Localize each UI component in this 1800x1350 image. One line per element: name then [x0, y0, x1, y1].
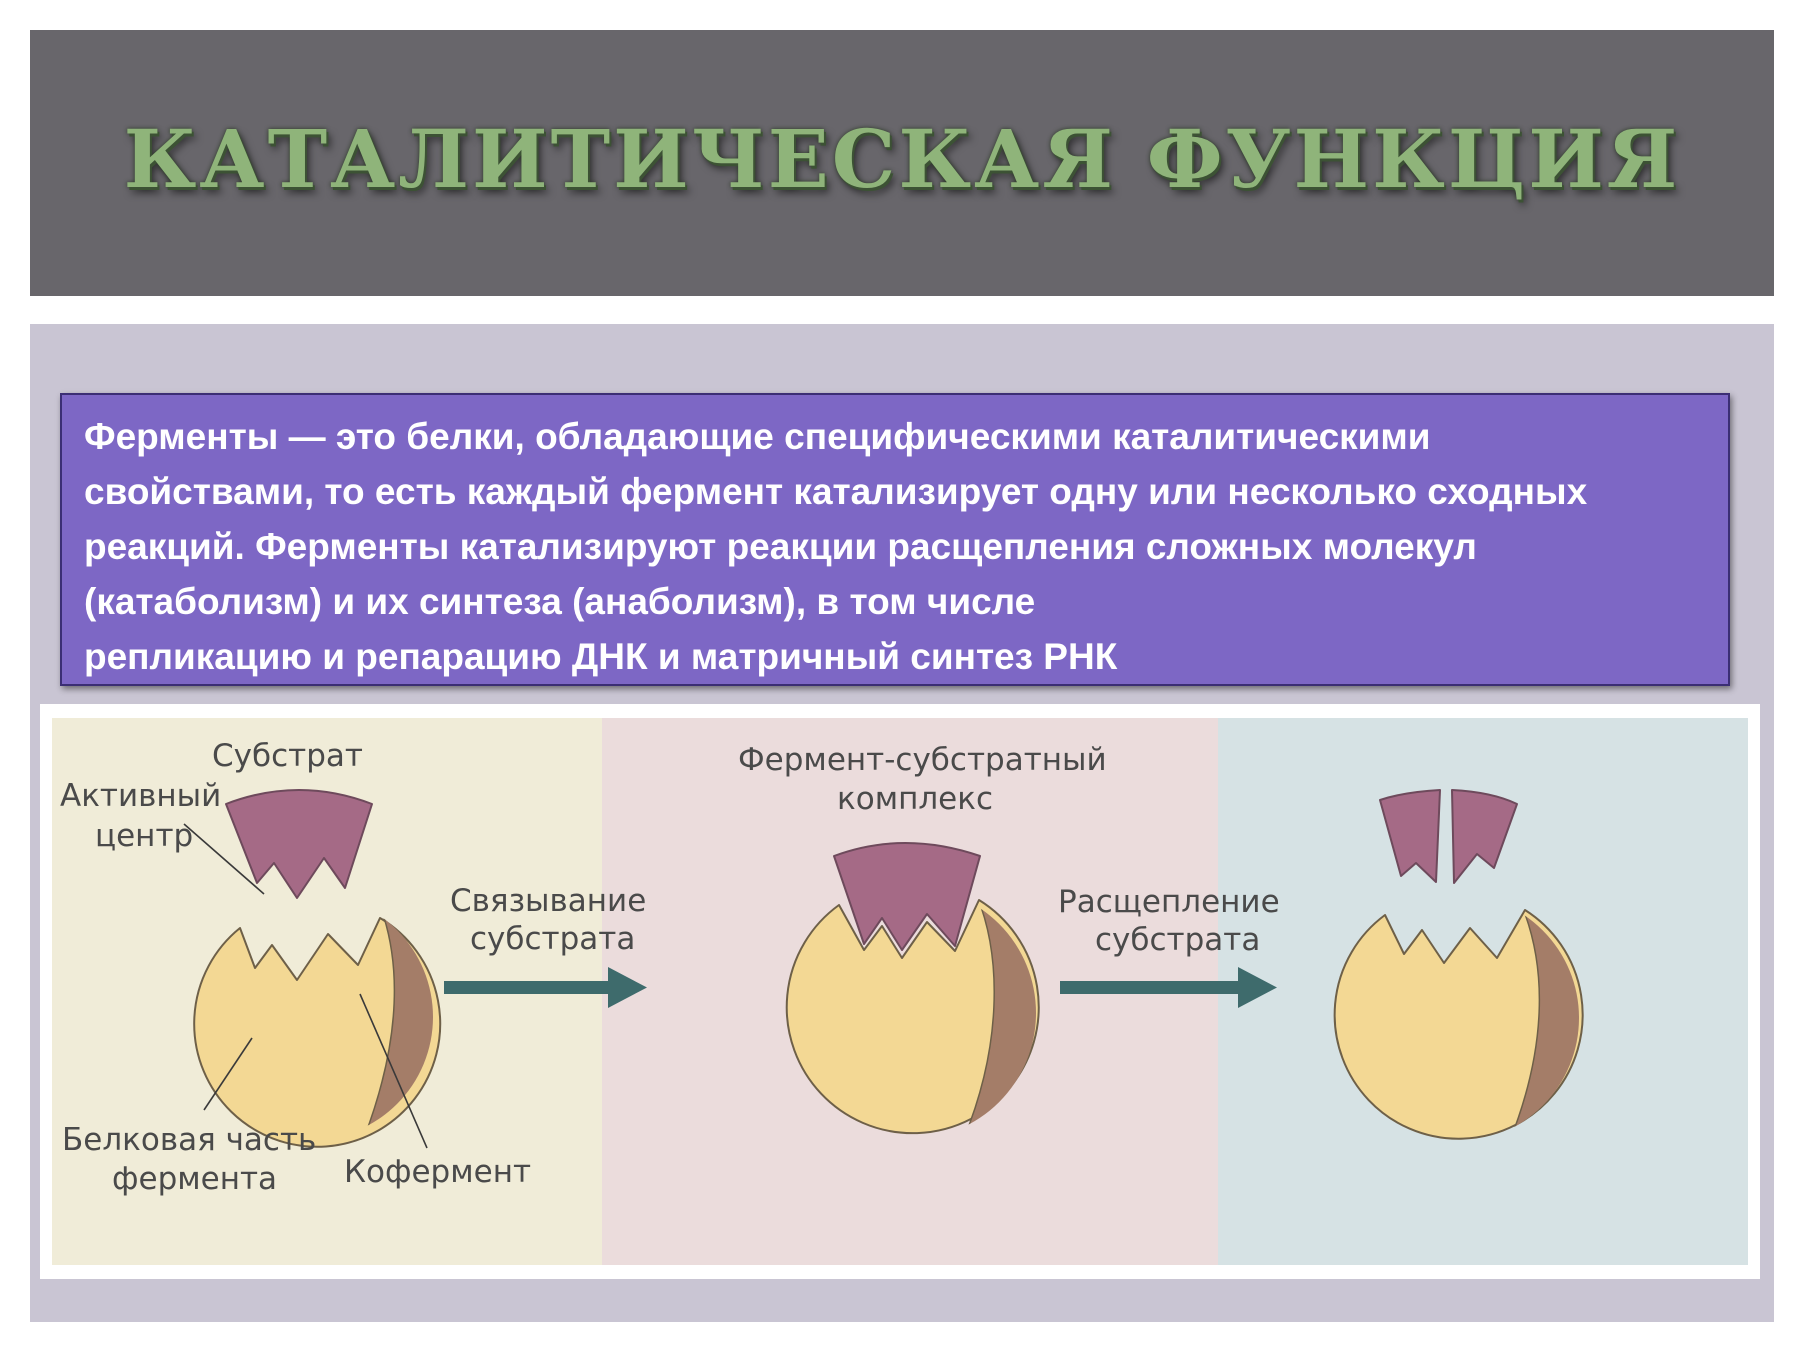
label-active-center-line1: Активный — [60, 778, 221, 814]
definition-box: Ферменты — это белки, обладающие специфи… — [60, 393, 1730, 686]
label-complex-line1: Фермент-субстратный — [738, 742, 1107, 778]
enzyme-diagram: Субстрат Активный центр Белковая часть ф… — [52, 718, 1748, 1265]
label-coenzyme: Кофермент — [344, 1154, 531, 1190]
product-fragment-left — [1379, 789, 1441, 883]
title-bar: КАТАЛИТИЧЕСКАЯ ФУНКЦИЯ — [30, 30, 1774, 296]
product-fragment-right — [1451, 789, 1518, 884]
label-cleavage-line1: Расщепление — [1058, 884, 1280, 920]
enzyme-protein-part-3 — [1333, 909, 1584, 1140]
leader-lines-1 — [183, 823, 428, 1149]
label-binding-line1: Связывание — [450, 883, 646, 919]
label-protein-part-line2: фермента — [112, 1161, 277, 1197]
enzyme-protein-part-2 — [785, 899, 1040, 1135]
slide-title: КАТАЛИТИЧЕСКАЯ ФУНКЦИЯ — [123, 112, 1681, 206]
label-binding-line2: субстрата — [470, 921, 635, 957]
arrow-cleavage — [1060, 967, 1277, 1008]
substrate-1 — [225, 789, 373, 899]
definition-text: Ферменты — это белки, обладающие специфи… — [84, 416, 1588, 677]
label-protein-part-line1: Белковая часть — [62, 1122, 316, 1158]
label-cleavage-line2: субстрата — [1095, 922, 1260, 958]
label-substrate: Субстрат — [212, 738, 363, 774]
figure-frame: Субстрат Активный центр Белковая часть ф… — [40, 704, 1760, 1279]
substrate-bound — [833, 842, 981, 951]
enzyme-protein-part-1 — [193, 917, 442, 1148]
arrow-binding — [444, 967, 647, 1008]
label-active-center-line2: центр — [95, 818, 193, 854]
label-complex-line2: комплекс — [837, 781, 993, 817]
